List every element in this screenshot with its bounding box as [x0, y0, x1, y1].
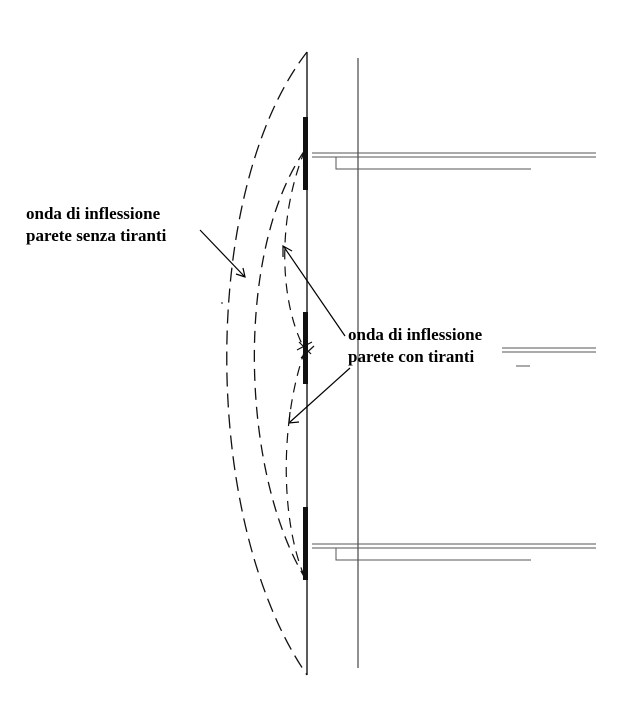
- deflection-wave-with-ties-upper: [284, 149, 306, 351]
- floor-slab-bottom: [312, 543, 596, 561]
- deflection-wave-with-ties-lower: [285, 349, 306, 579]
- label-without-ties-line2: parete senza tiranti: [26, 226, 167, 245]
- label-without-ties-line1: onda di inflessione: [26, 204, 161, 223]
- label-wave-with-ties: onda di inflessione parete con tiranti: [348, 324, 482, 368]
- stray-mark: [221, 302, 223, 304]
- label-with-ties-line1: onda di inflessione: [348, 325, 483, 344]
- arrow-with-ties-lower: [288, 367, 351, 424]
- floor-slab-top: [312, 152, 596, 170]
- arrow-with-ties-upper: [282, 244, 346, 337]
- deflection-wave-without-ties: [226, 51, 308, 676]
- deflection-wave-with-ties: [253, 149, 306, 579]
- floor-slab-middle: [502, 347, 596, 367]
- tie-anchor-plate-top: [303, 117, 308, 190]
- label-with-ties-line2: parete con tiranti: [348, 347, 475, 366]
- tie-anchor-plate-bottom: [303, 507, 308, 580]
- arrow-without-ties: [199, 229, 246, 278]
- label-wave-without-ties: onda di inflessione parete senza tiranti: [26, 203, 166, 247]
